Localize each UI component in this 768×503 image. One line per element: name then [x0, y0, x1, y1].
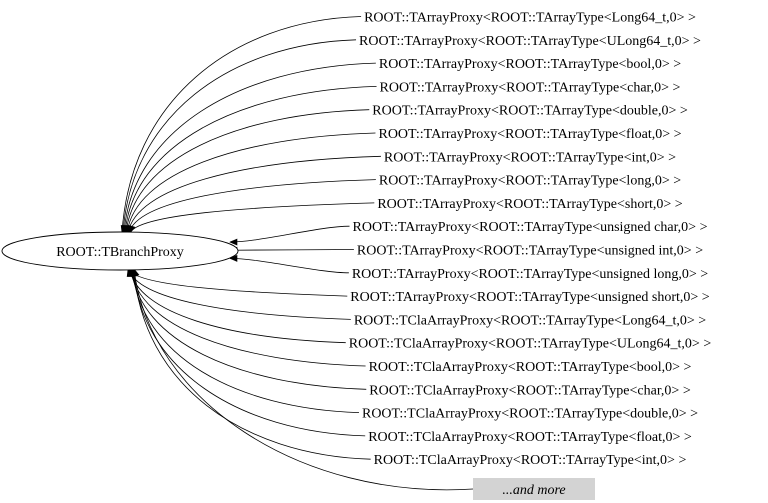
derived-class-node[interactable]: ROOT::TArrayProxy<ROOT::TArrayType<unsig…: [350, 290, 710, 305]
derived-class-node[interactable]: ROOT::TArrayProxy<ROOT::TArrayType<long,…: [379, 174, 681, 189]
derived-class-node[interactable]: ROOT::TClaArrayProxy<ROOT::TArrayType<do…: [362, 407, 698, 422]
inheritance-edge: [229, 257, 349, 274]
derived-class-label: ROOT::TArrayProxy<ROOT::TArrayType<short…: [377, 197, 682, 212]
inheritance-edge: [229, 225, 350, 243]
derived-class-label: ROOT::TClaArrayProxy<ROOT::TArrayType<bo…: [369, 360, 692, 375]
derived-class-label: ROOT::TArrayProxy<ROOT::TArrayType<Long6…: [364, 11, 696, 26]
root-node-label: ROOT::TBranchProxy: [56, 245, 184, 260]
derived-class-node[interactable]: ROOT::TArrayProxy<ROOT::TArrayType<short…: [377, 197, 682, 212]
root-node[interactable]: ROOT::TBranchProxy: [1, 231, 239, 271]
inheritance-edge: [129, 268, 346, 344]
derived-class-node[interactable]: ROOT::TArrayProxy<ROOT::TArrayType<doubl…: [372, 104, 688, 119]
root-node-ellipse: [1, 231, 239, 271]
derived-class-label: ROOT::TArrayProxy<ROOT::TArrayType<float…: [378, 127, 681, 142]
derived-class-node[interactable]: ROOT::TClaArrayProxy<ROOT::TArrayType<bo…: [369, 360, 692, 375]
inheritance-edge: [124, 86, 377, 234]
inheritance-arrowhead: [130, 268, 138, 277]
derived-class-label: ROOT::TArrayProxy<ROOT::TArrayType<doubl…: [372, 104, 688, 119]
derived-class-label: ROOT::TArrayProxy<ROOT::TArrayType<ULong…: [359, 34, 701, 49]
inheritance-edge: [123, 62, 376, 234]
derived-class-label: ROOT::TClaArrayProxy<ROOT::TArrayType<UL…: [349, 337, 712, 352]
inheritance-edge: [131, 268, 367, 390]
inheritance-edge: [122, 39, 357, 234]
edges-layer: [120, 16, 474, 491]
derived-class-label: ROOT::TArrayProxy<ROOT::TArrayType<unsig…: [353, 220, 708, 235]
derived-class-node[interactable]: ROOT::TArrayProxy<ROOT::TArrayType<int,0…: [384, 150, 676, 165]
derived-class-label: ROOT::TClaArrayProxy<ROOT::TArrayType<do…: [362, 407, 698, 422]
derived-class-node[interactable]: ROOT::TClaArrayProxy<ROOT::TArrayType<in…: [374, 453, 687, 468]
derived-class-label: ROOT::TArrayProxy<ROOT::TArrayType<bool,…: [379, 57, 681, 72]
derived-nodes: ROOT::TArrayProxy<ROOT::TArrayType<Long6…: [349, 11, 712, 469]
inheritance-edge: [133, 268, 371, 460]
derived-class-label: ROOT::TArrayProxy<ROOT::TArrayType<unsig…: [350, 290, 710, 305]
inheritance-edge: [229, 249, 354, 251]
inheritance-edge: [127, 155, 381, 234]
derived-class-label: ROOT::TClaArrayProxy<ROOT::TArrayType<ch…: [369, 383, 691, 398]
inheritance-edge: [131, 268, 359, 413]
derived-class-label: ROOT::TArrayProxy<ROOT::TArrayType<unsig…: [357, 244, 703, 259]
derived-class-node[interactable]: ROOT::TArrayProxy<ROOT::TArrayType<Long6…: [364, 11, 696, 26]
derived-class-node[interactable]: ROOT::TArrayProxy<ROOT::TArrayType<unsig…: [352, 267, 708, 282]
inheritance-edge: [121, 16, 362, 234]
derived-class-node[interactable]: ROOT::TArrayProxy<ROOT::TArrayType<ULong…: [359, 34, 701, 49]
more-node-label: ...and more: [502, 483, 565, 498]
inheritance-edge: [130, 268, 366, 367]
inheritance-arrowhead: [229, 238, 238, 246]
inheritance-arrowhead: [128, 225, 136, 234]
inheritance-edge: [126, 132, 376, 234]
more-node-box: [473, 478, 595, 500]
derived-class-node[interactable]: ROOT::TClaArrayProxy<ROOT::TArrayType<ch…: [369, 383, 691, 398]
inheritance-edge: [132, 268, 366, 437]
derived-class-node[interactable]: ROOT::TArrayProxy<ROOT::TArrayType<unsig…: [357, 244, 703, 259]
inheritance-edge: [127, 268, 348, 297]
derived-class-label: ROOT::TArrayProxy<ROOT::TArrayType<unsig…: [352, 267, 708, 282]
derived-class-label: ROOT::TClaArrayProxy<ROOT::TArrayType<fl…: [368, 430, 692, 445]
inheritance-arrowhead: [229, 254, 238, 262]
derived-class-label: ROOT::TArrayProxy<ROOT::TArrayType<char,…: [380, 80, 681, 95]
derived-class-node[interactable]: ROOT::TClaArrayProxy<ROOT::TArrayType<Lo…: [354, 313, 706, 328]
derived-class-node[interactable]: ROOT::TArrayProxy<ROOT::TArrayType<float…: [378, 127, 681, 142]
derived-class-label: ROOT::TArrayProxy<ROOT::TArrayType<int,0…: [384, 150, 676, 165]
more-node[interactable]: ...and more: [473, 478, 595, 500]
derived-class-label: ROOT::TClaArrayProxy<ROOT::TArrayType<in…: [374, 453, 687, 468]
derived-class-label: ROOT::TClaArrayProxy<ROOT::TArrayType<Lo…: [354, 313, 706, 328]
derived-class-node[interactable]: ROOT::TArrayProxy<ROOT::TArrayType<unsig…: [353, 220, 708, 235]
inheritance-edge: [128, 179, 376, 234]
inheritance-edge-more: [133, 268, 474, 491]
inheritance-edge: [128, 268, 351, 320]
derived-class-node[interactable]: ROOT::TClaArrayProxy<ROOT::TArrayType<fl…: [368, 430, 692, 445]
inheritance-edge: [129, 202, 375, 234]
inheritance-edge: [125, 109, 370, 234]
derived-class-node[interactable]: ROOT::TClaArrayProxy<ROOT::TArrayType<UL…: [349, 337, 712, 352]
derived-class-node[interactable]: ROOT::TArrayProxy<ROOT::TArrayType<char,…: [380, 80, 681, 95]
derived-class-node[interactable]: ROOT::TArrayProxy<ROOT::TArrayType<bool,…: [379, 57, 681, 72]
derived-class-label: ROOT::TArrayProxy<ROOT::TArrayType<long,…: [379, 174, 681, 189]
